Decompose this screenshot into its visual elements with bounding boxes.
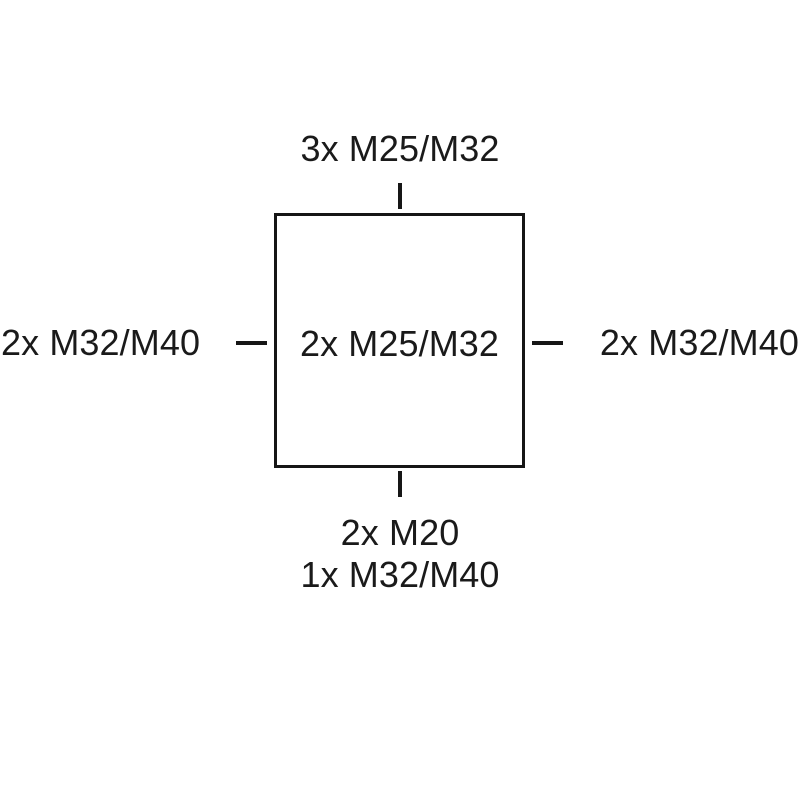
top-connector-tick-icon [398, 183, 402, 209]
left-connector-dash-icon [236, 341, 267, 345]
left-entry-label: 2x M32/M40 [1, 322, 201, 363]
bottom-connector-tick-icon [398, 471, 402, 497]
right-entry-label: 2x M32/M40 [599, 322, 799, 363]
enclosure-label: 2x M25/M32 [299, 323, 500, 364]
bottom-entry-label-line1: 2x M20 [340, 512, 460, 553]
bottom-entry-label-line2: 1x M32/M40 [300, 554, 500, 595]
enclosure-box: 2x M25/M32 [274, 213, 525, 468]
right-connector-dash-icon [532, 341, 563, 345]
top-entry-label: 3x M25/M32 [300, 128, 500, 169]
bottom-entry-label: 2x M20 1x M32/M40 [0, 512, 800, 596]
